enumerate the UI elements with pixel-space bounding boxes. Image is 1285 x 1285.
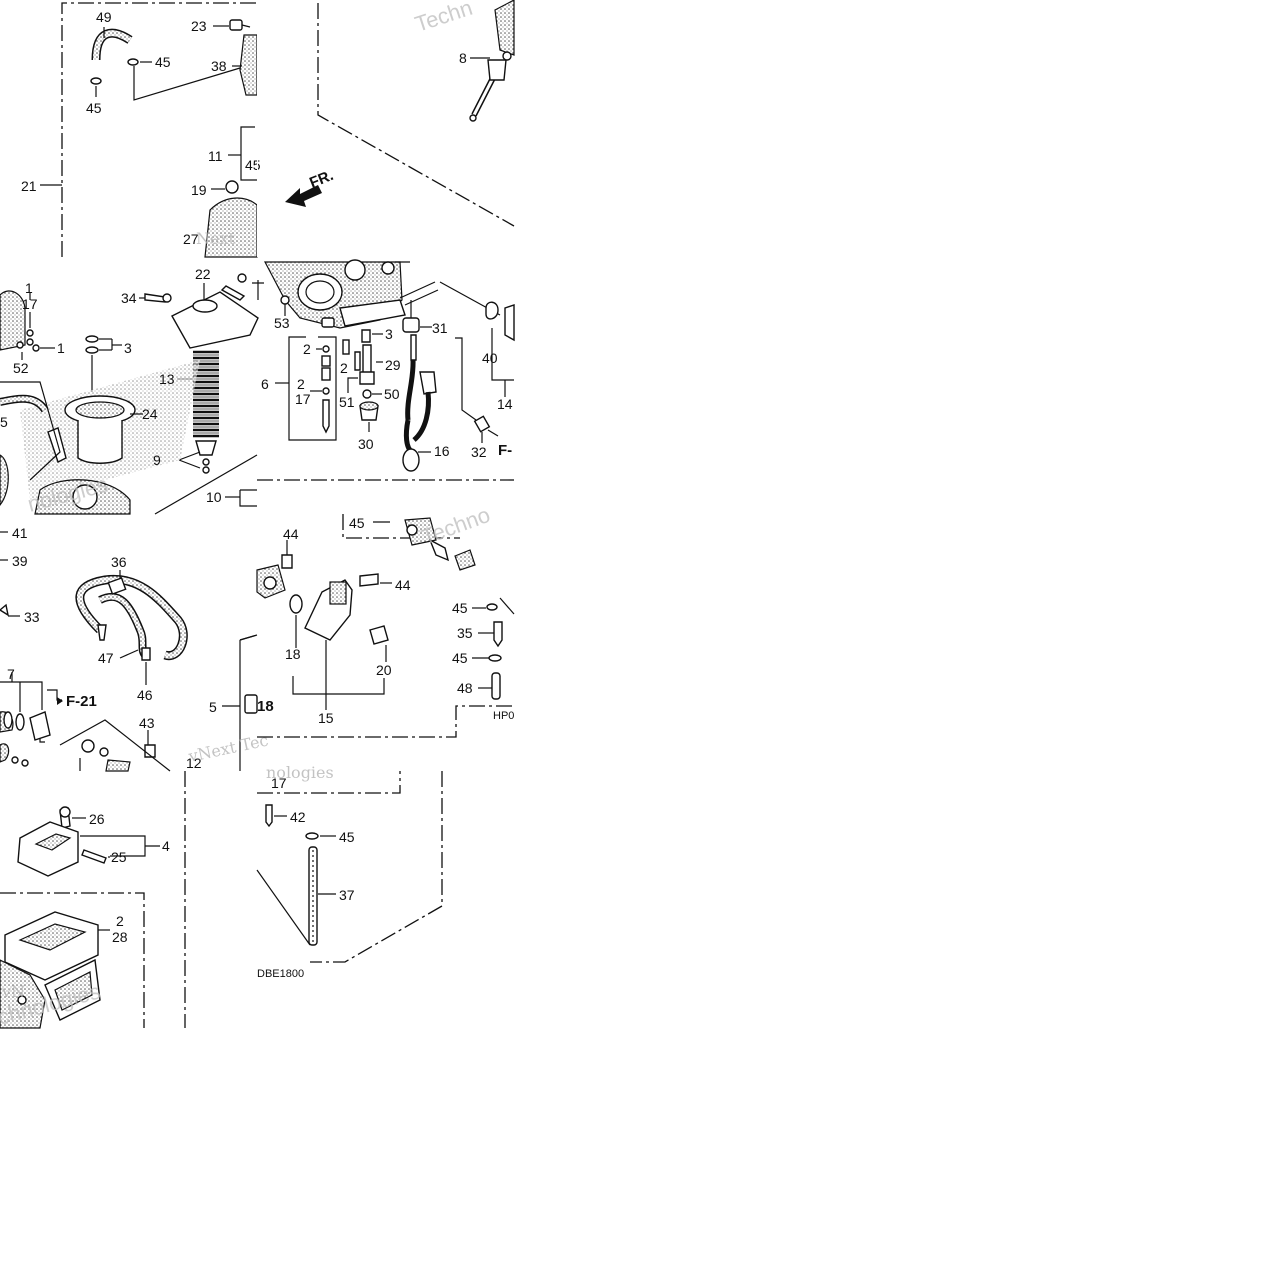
tile-top-left: 49 23 45 38 45 11 45 21 19 27 Next bbox=[21, 2, 261, 258]
callout-45: 45 bbox=[349, 515, 365, 531]
watermark: vN bbox=[1, 982, 25, 1001]
callout-30: 30 bbox=[358, 436, 374, 452]
callout-51: 51 bbox=[339, 394, 355, 410]
callout-32: 32 bbox=[471, 444, 487, 460]
callout-50: 50 bbox=[384, 386, 400, 402]
callout-7: 7 bbox=[7, 666, 15, 682]
callout-45: 45 bbox=[452, 600, 468, 616]
callout-3: 3 bbox=[124, 340, 132, 356]
callout-12: 12 bbox=[186, 755, 202, 771]
callout-6: 6 bbox=[261, 376, 269, 392]
callout-45: 45 bbox=[452, 650, 468, 666]
diagram-code: DBE1800 bbox=[257, 968, 304, 980]
callout-11: 11 bbox=[208, 148, 223, 164]
figure-reference: F-21 bbox=[66, 693, 97, 710]
callout-1: 1 bbox=[25, 280, 33, 296]
callout-10: 10 bbox=[206, 489, 222, 505]
callout-26: 26 bbox=[89, 811, 105, 827]
callout-21: 21 bbox=[21, 178, 37, 194]
callout-24: 24 bbox=[142, 406, 158, 422]
tile-seams bbox=[257, 0, 258, 257]
callout-8: 8 bbox=[459, 50, 467, 66]
callout-45: 45 bbox=[155, 54, 171, 70]
callout-25: 25 bbox=[111, 849, 127, 865]
callout-27: 27 bbox=[183, 231, 199, 247]
front-direction-label: FR. bbox=[307, 167, 336, 192]
watermark: Techn bbox=[412, 0, 476, 37]
callout-2: 2 bbox=[340, 360, 348, 376]
callout-41: 41 bbox=[12, 525, 28, 541]
callout-29: 29 bbox=[385, 357, 401, 373]
tile-middle-left: 1 17 1 52 3 34 22 13 24 5 9 10 nologies bbox=[0, 266, 264, 517]
callout-9: 9 bbox=[153, 452, 161, 468]
callout-5: 5 bbox=[209, 699, 217, 715]
tile-center: 53 31 3 2 2 2 17 6 29 51 50 30 16 32 F- … bbox=[257, 259, 515, 481]
tile-top-middle: FR. 8 Techn bbox=[285, 0, 515, 227]
callout-18: 18 bbox=[285, 646, 301, 662]
watermark: Next bbox=[196, 229, 235, 248]
callout-15: 15 bbox=[318, 710, 334, 726]
callout-52: 52 bbox=[13, 360, 29, 376]
callout-2: 2 bbox=[297, 376, 305, 392]
callout-40: 40 bbox=[482, 350, 498, 366]
callout-43: 43 bbox=[139, 715, 155, 731]
callout-19: 19 bbox=[191, 182, 207, 198]
callout-17: 17 bbox=[295, 391, 311, 407]
callout-1: 1 bbox=[57, 340, 65, 356]
callout-35: 35 bbox=[457, 625, 473, 641]
callout-45: 45 bbox=[86, 100, 102, 116]
callout-31: 31 bbox=[432, 320, 448, 336]
callout-17: 17 bbox=[22, 296, 38, 312]
callout-14: 14 bbox=[497, 396, 513, 412]
callout-5: 5 bbox=[0, 414, 8, 430]
callout-48: 48 bbox=[457, 680, 473, 696]
callout-37: 37 bbox=[339, 887, 355, 903]
callout-20: 20 bbox=[376, 662, 392, 678]
callout-33: 33 bbox=[24, 609, 40, 625]
diagram-code: HP0 bbox=[493, 710, 514, 722]
callout-45: 45 bbox=[339, 829, 355, 845]
figure-reference: 18 bbox=[257, 698, 274, 715]
callout-17: 17 bbox=[271, 775, 287, 791]
tile-lower-center: 44 44 45 45 35 45 48 18 20 15 HP0 Techno bbox=[239, 502, 515, 738]
callout-42: 42 bbox=[290, 809, 306, 825]
callout-44: 44 bbox=[283, 526, 299, 542]
callout-38: 38 bbox=[211, 58, 227, 74]
callout-2: 2 bbox=[116, 913, 124, 929]
figure-reference: F- bbox=[498, 442, 512, 459]
callout-44: 44 bbox=[395, 577, 411, 593]
callout-46: 46 bbox=[137, 687, 153, 703]
watermark: Techno bbox=[418, 502, 493, 550]
callout-3: 3 bbox=[385, 326, 393, 342]
callout-34: 34 bbox=[121, 290, 137, 306]
callout-22: 22 bbox=[195, 266, 211, 282]
hose-36 bbox=[75, 574, 188, 661]
watermark: vNext Tec bbox=[186, 730, 270, 766]
callout-2: 2 bbox=[303, 341, 311, 357]
callout-49: 49 bbox=[96, 9, 112, 25]
callout-16: 16 bbox=[434, 443, 450, 459]
tile-bottom-center: 17 42 45 37 DBE1800 nologies bbox=[256, 763, 443, 980]
watermark: nologies bbox=[266, 763, 334, 782]
tile-lower-left: 41 39 33 36 47 46 7 F-21 43 5 18 12 vNex… bbox=[0, 525, 274, 772]
callout-23: 23 bbox=[191, 18, 207, 34]
callout-47: 47 bbox=[98, 650, 114, 666]
callout-4: 4 bbox=[162, 838, 170, 854]
callout-28: 28 bbox=[112, 929, 128, 945]
tile-bottom-left: 26 4 25 2 28 chnologies vN bbox=[0, 771, 186, 1030]
callout-39: 39 bbox=[12, 553, 28, 569]
callout-45: 45 bbox=[245, 157, 261, 173]
callout-13: 13 bbox=[159, 371, 175, 387]
callout-36: 36 bbox=[111, 554, 127, 570]
callout-53: 53 bbox=[274, 315, 290, 331]
